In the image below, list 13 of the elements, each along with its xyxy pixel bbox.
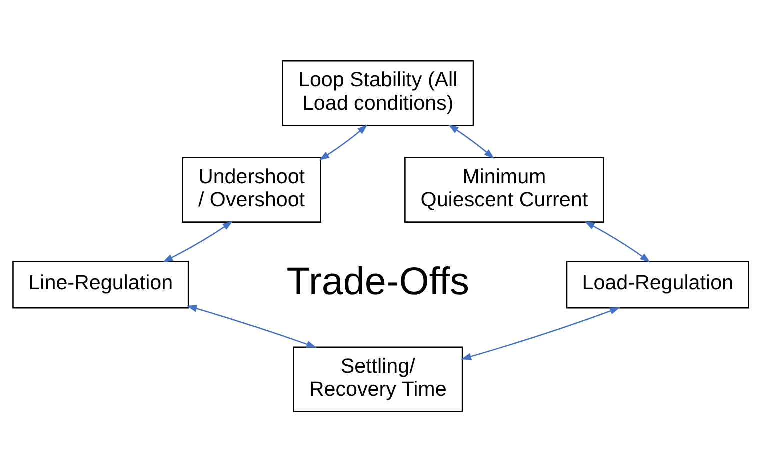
label: Trade-Offs <box>286 260 470 304</box>
arrow <box>461 308 620 360</box>
arrow <box>319 124 368 161</box>
arrow <box>448 124 494 160</box>
node-box: Loop Stability (All Load conditions) <box>282 60 474 126</box>
node-box: Line-Regulation <box>12 261 190 309</box>
node-box: Load-Regulation <box>566 261 750 309</box>
node-box: Minimum Quiescent Current <box>404 157 604 223</box>
node-box: Settling/ Recovery Time <box>293 346 464 412</box>
arrow <box>584 221 650 263</box>
arrow <box>162 221 234 262</box>
node-box: Undershoot / Overshoot <box>182 157 322 223</box>
arrow <box>186 305 317 348</box>
